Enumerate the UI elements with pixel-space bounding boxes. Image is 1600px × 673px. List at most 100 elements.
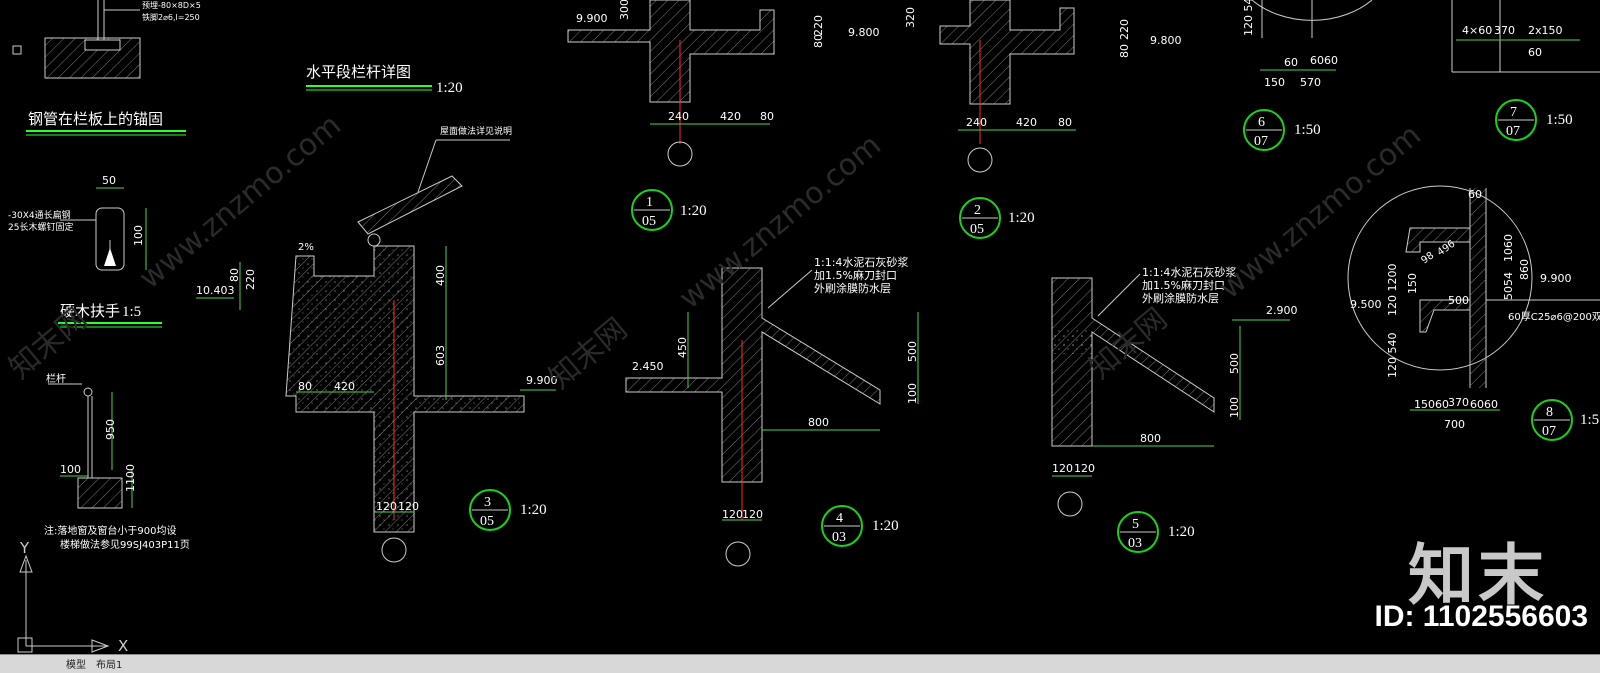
detail-3-section: 屋面做法详见说明 2% 400 603 80 220 10.403 80 420…	[196, 125, 558, 563]
dim-120b: 120	[398, 500, 419, 513]
marker-7-num: 7	[1510, 105, 1517, 120]
detail-8-section: 60 98 496 1060 5054 860 9.900 9.500 120 …	[1347, 185, 1600, 431]
dim-400: 400	[434, 265, 447, 286]
dim-570: 570	[1300, 76, 1321, 89]
detail-marker-8[interactable]: 8 07 1:5	[1531, 399, 1599, 441]
ucs-x-label: X	[118, 637, 128, 655]
dim-420b: 420	[1016, 116, 1037, 129]
dim-100b: 100	[60, 463, 81, 476]
dim-220: 220	[244, 269, 257, 290]
detail-marker-7[interactable]: 7 07 1:50	[1495, 99, 1573, 141]
marker-5-num: 5	[1132, 517, 1139, 532]
dim-100c: 100	[906, 383, 919, 404]
mortar-a-line-3: 外刷涂膜防水层	[814, 281, 891, 295]
dim-150b: 150	[1406, 273, 1419, 294]
dim-240: 240	[668, 110, 689, 123]
marker-7-sheet: 07	[1506, 124, 1520, 139]
elev-9500: 9.500	[1350, 298, 1382, 311]
anchor-title: 钢管在栏板上的锚固	[28, 110, 163, 128]
dim-370: 370	[1494, 24, 1515, 37]
dim-420: 420	[334, 380, 355, 393]
dim-450: 450	[676, 337, 689, 358]
ucs-icon: Y X	[17, 539, 128, 655]
marker-6-num: 6	[1258, 115, 1265, 130]
detail-7-section: 4×60 370 2x150 60	[1451, 0, 1600, 73]
dim-300: 300	[618, 0, 631, 20]
viewport-icon[interactable]	[12, 45, 22, 55]
dim-120a: 120	[376, 500, 397, 513]
dim-120-1200: 120 1200	[1386, 264, 1399, 317]
detail-marker-1[interactable]: 1 05 1:20	[631, 189, 707, 231]
marker-1-num: 1	[646, 195, 653, 210]
dim-80c: 80	[760, 110, 774, 123]
elev-9800b: 9.800	[1150, 34, 1182, 47]
flatbar-note-a: -30X4通长扁钢	[8, 209, 71, 221]
status-bar: 模型 布局1	[0, 654, 1600, 673]
handrail-scale: 1:5	[122, 304, 141, 320]
detail-marker-5[interactable]: 5 03 1:20	[1117, 511, 1195, 553]
marker-2-scale: 1:20	[1008, 210, 1035, 226]
slope-note: 2%	[298, 242, 314, 253]
dim-6060: 6060	[1310, 54, 1338, 67]
detail-marker-2[interactable]: 2 05 1:20	[959, 197, 1035, 239]
tab-layout1[interactable]: 布局1	[96, 660, 123, 671]
detail-marker-6[interactable]: 6 07 1:50	[1243, 109, 1321, 151]
marker-8-sheet: 07	[1542, 424, 1556, 439]
dim-80d: 80	[1058, 116, 1072, 129]
marker-4-sheet: 03	[832, 530, 846, 545]
dim-220t: 220	[812, 15, 825, 36]
flatbar-note-b: 25长木螺钉固定	[8, 221, 73, 233]
horizontal-railing-scale: 1:20	[436, 80, 463, 96]
detail-1-section: 240 420 80 9.900 300 80 220 9.800	[567, 0, 880, 167]
tab-model[interactable]: 模型	[66, 660, 86, 671]
dim-80t: 80	[812, 34, 825, 48]
detail-marker-4[interactable]: 4 03 1:20	[821, 505, 899, 547]
dim-220t2: 220	[1118, 19, 1131, 40]
marker-1-sheet: 05	[642, 214, 656, 229]
dim-603: 603	[434, 345, 447, 366]
horizontal-railing-title-block: 水平段栏杆详图 1:20	[306, 63, 463, 96]
marker-7-scale: 1:50	[1546, 112, 1573, 128]
marker-3-scale: 1:20	[520, 502, 547, 518]
dim-15060: 15060	[1414, 398, 1449, 411]
asset-id: ID: 1102556603	[1374, 600, 1588, 633]
marker-5-scale: 1:20	[1168, 524, 1195, 540]
elev-9900t: 9.900	[576, 12, 608, 25]
mortar-a-line-2: 加1.5%麻刀封口	[814, 268, 897, 282]
railing-elevation: 栏杆 950 1100 100	[46, 372, 137, 509]
dim-120e: 120	[1052, 462, 1073, 475]
marker-8-scale: 1:5	[1580, 412, 1599, 428]
dim-950: 950	[104, 419, 117, 440]
dim-320: 320	[904, 7, 917, 28]
elev-10403: 10.403	[196, 284, 235, 297]
mortar-b-line-1: 1:1:4水泥石灰砂浆	[1142, 265, 1236, 279]
mortar-b-line-3: 外刷涂膜防水层	[1142, 291, 1219, 305]
dim-60b: 60	[1528, 46, 1542, 59]
marker-3-num: 3	[484, 495, 491, 510]
roof-note: 屋面做法详见说明	[440, 125, 512, 137]
dim-1060: 1060	[1502, 234, 1515, 262]
detail-marker-3[interactable]: 3 05 1:20	[469, 489, 547, 531]
dim-700: 700	[1444, 418, 1465, 431]
dim-240b: 240	[966, 116, 987, 129]
dim-100: 100	[132, 225, 145, 246]
dim-100d: 100	[1228, 397, 1241, 418]
dim-98: 98	[1419, 250, 1436, 266]
mortar-b-line-2: 加1.5%麻刀封口	[1142, 278, 1225, 292]
marker-2-num: 2	[974, 203, 981, 218]
dim-370b: 370	[1448, 396, 1469, 409]
dim-500b: 500	[1228, 353, 1241, 374]
marker-2-sheet: 05	[970, 222, 984, 237]
dim-500: 500	[906, 341, 919, 362]
dim-120-540b: 120 540	[1386, 333, 1399, 379]
elev-9900: 9.900	[526, 374, 558, 387]
marker-8-num: 8	[1546, 405, 1553, 420]
elev-9900r: 9.900	[1540, 272, 1572, 285]
bottom-note-a: 注:落地窗及窗台小于900均设	[44, 524, 176, 537]
elev-9800: 9.800	[848, 26, 880, 39]
dim-150: 150	[1264, 76, 1285, 89]
dim-420t: 420	[720, 110, 741, 123]
dim-60c: 60	[1468, 188, 1482, 201]
dim-80: 80	[228, 268, 241, 282]
